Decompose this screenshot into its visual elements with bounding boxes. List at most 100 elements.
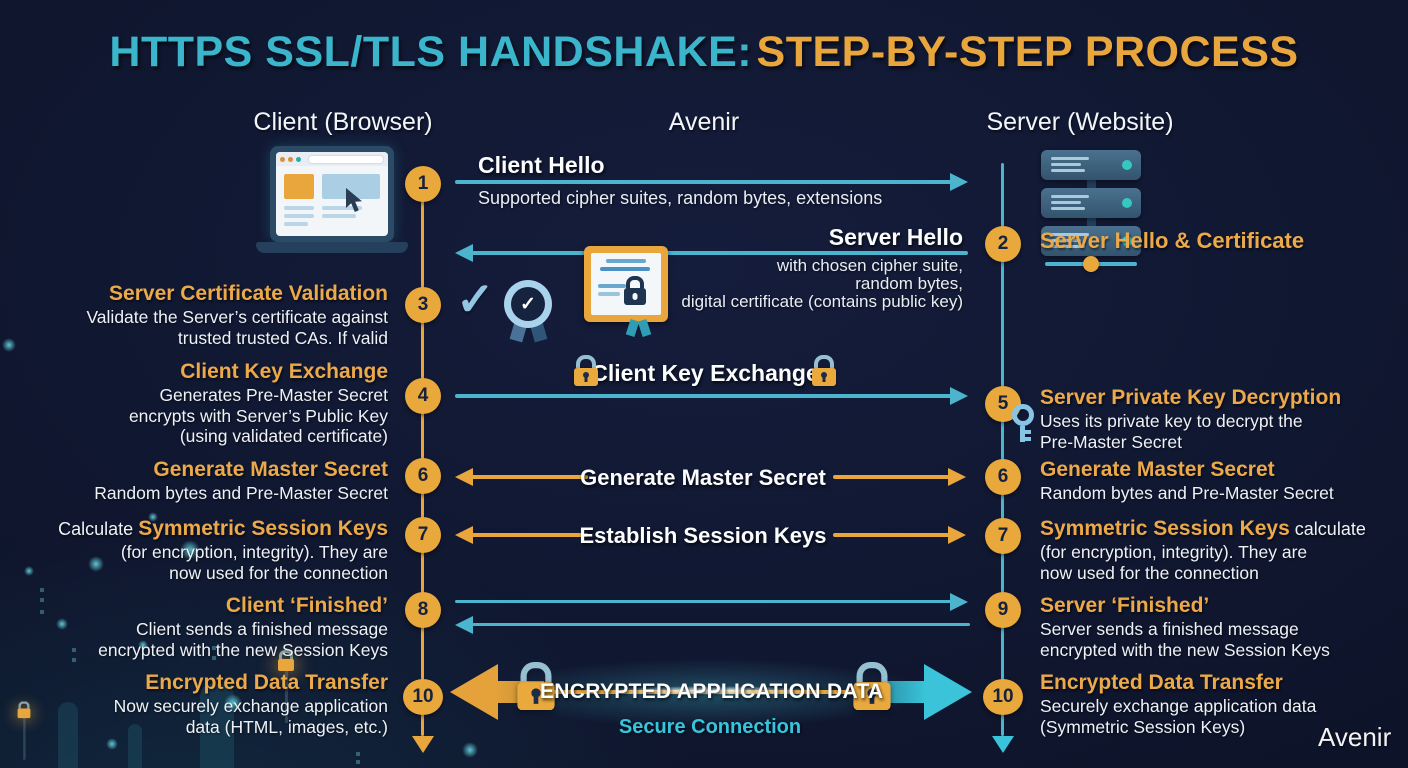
step-circle-1: 1 — [405, 166, 441, 202]
server-finished-arrow — [470, 623, 970, 626]
step7-left-highlight: Symmetric Session Keys — [138, 517, 388, 540]
step2-progress-dot — [1083, 256, 1099, 272]
step9-body: Server sends a finished message encrypte… — [1040, 619, 1330, 660]
client-key-exchange-arrow — [455, 394, 953, 398]
badge-check-icon: ✓ — [511, 287, 545, 321]
column-header-server: Server (Website) — [986, 108, 1174, 136]
step2-title: Server Hello & Certificate — [1040, 228, 1305, 253]
cursor-icon — [346, 188, 362, 212]
step10-left-body: Now securely exchange application data (… — [113, 696, 388, 737]
step7-right-title: Symmetric Session Keys calculate — [1040, 517, 1380, 540]
step6-right-title: Generate Master Secret — [1040, 458, 1275, 481]
server-hello-detail-line3: digital certificate (contains public key… — [681, 292, 963, 311]
master-secret-right-arrow — [833, 475, 951, 479]
step2-block: Server Hello & Certificate — [1040, 228, 1380, 253]
lock-icon — [853, 662, 891, 711]
decor-lock-icon — [17, 701, 31, 760]
step7-left-block: Calculate Symmetric Session Keys (for en… — [36, 517, 388, 583]
step3-block: Server Certificate Validation Validate t… — [36, 282, 388, 348]
step10-left-title: Encrypted Data Transfer — [145, 671, 388, 694]
server-hello-label: Server Hello — [828, 224, 963, 250]
step8-block: Client ‘Finished’ Client sends a finishe… — [36, 594, 388, 660]
step3-body: Validate the Server’s certificate agains… — [86, 307, 388, 348]
decor-pillar — [128, 724, 142, 768]
establish-session-keys-label: Establish Session Keys — [579, 523, 827, 548]
step7-left-body: (for encryption, integrity). They are no… — [120, 542, 388, 583]
step-circle-9: 9 — [985, 592, 1021, 628]
title-teal-part: HTTPS SSL/TLS HANDSHAKE: — [109, 28, 753, 76]
server-timeline-arrow-icon — [992, 736, 1014, 753]
step9-block: Server ‘Finished’ Server sends a finishe… — [1040, 594, 1380, 660]
step-circle-10-right: 10 — [983, 679, 1023, 715]
step3-title: Server Certificate Validation — [109, 282, 388, 305]
decor-bit — [72, 648, 76, 652]
decor-pillar — [200, 684, 234, 768]
step6-left-body: Random bytes and Pre-Master Secret — [94, 483, 388, 504]
decor-glow-dot — [56, 618, 68, 630]
page-title: HTTPS SSL/TLS HANDSHAKE: STEP-BY-STEP PR… — [0, 28, 1408, 77]
validation-check-icon: ✓ — [456, 273, 495, 325]
step10-left-block: Encrypted Data Transfer Now securely exc… — [36, 671, 388, 737]
master-secret-left-arrow — [470, 475, 588, 479]
step6-right-block: Generate Master Secret Random bytes and … — [1040, 458, 1380, 504]
session-keys-right-arrowhead-icon — [948, 526, 966, 544]
encrypted-application-data-label: ENCRYPTED APPLICATION DATA — [540, 680, 884, 703]
column-header-client: Client (Browser) — [253, 108, 433, 136]
step10-right-title: Encrypted Data Transfer — [1040, 671, 1283, 694]
step7-left-prefix: Calculate — [58, 519, 139, 539]
step-circle-3: 3 — [405, 287, 441, 323]
column-header-center: Avenir — [668, 108, 740, 136]
decor-glow-dot — [148, 512, 158, 522]
session-keys-right-arrow — [833, 533, 951, 537]
title-orange-part: STEP-BY-STEP PROCESS — [756, 28, 1299, 76]
step10-right-block: Encrypted Data Transfer Securely exchang… — [1040, 671, 1380, 737]
step7-right-body: (for encryption, integrity). They are no… — [1040, 542, 1308, 583]
master-secret-left-arrowhead-icon — [455, 468, 473, 486]
step-circle-7-left: 7 — [405, 517, 441, 553]
step6-right-body: Random bytes and Pre-Master Secret — [1040, 483, 1334, 504]
client-laptop-icon — [256, 146, 408, 256]
server-timeline — [1001, 163, 1004, 736]
step-circle-8: 8 — [405, 592, 441, 628]
step6-left-block: Generate Master Secret Random bytes and … — [36, 458, 388, 504]
lock-icon — [812, 355, 836, 386]
secure-flare — [600, 686, 820, 695]
client-hello-arrow — [455, 180, 953, 184]
client-finished-arrow — [455, 600, 953, 603]
encrypted-right-arrowhead-icon — [924, 664, 972, 720]
step8-body: Client sends a finished message encrypte… — [98, 619, 388, 660]
server-finished-arrowhead-icon — [455, 616, 473, 634]
watermark: Avenir — [1318, 722, 1392, 752]
decor-bit — [212, 656, 216, 660]
decor-glow-dot — [24, 566, 34, 576]
decor-pillar — [58, 702, 78, 768]
step-circle-2: 2 — [985, 226, 1021, 262]
decor-glow-dot — [2, 338, 16, 352]
decor-bit — [212, 646, 216, 650]
certificate-icon — [584, 246, 668, 337]
secure-connection-label: Secure Connection — [618, 716, 802, 738]
step9-title: Server ‘Finished’ — [1040, 594, 1210, 617]
decor-bit — [356, 752, 360, 756]
lock-icon — [574, 355, 598, 386]
generate-master-secret-label: Generate Master Secret — [580, 465, 826, 490]
step5-title: Server Private Key Decryption — [1040, 386, 1342, 409]
step5-block: Server Private Key Decryption Uses its p… — [1040, 386, 1370, 452]
step7-right-suffix: calculate — [1289, 519, 1366, 539]
step7-right-block: Symmetric Session Keys calculate (for en… — [1040, 517, 1380, 583]
client-timeline-arrow-icon — [412, 736, 434, 753]
client-key-exchange-label: Client Key Exchange — [591, 360, 819, 386]
decor-glow-dot — [224, 694, 242, 712]
step6-left-title: Generate Master Secret — [153, 458, 388, 481]
server-hello-detail-line2: random bytes, — [855, 274, 963, 293]
step5-body: Uses its private key to decrypt the Pre-… — [1040, 411, 1303, 452]
client-key-exchange-arrowhead-icon — [950, 387, 968, 405]
decor-glow-dot — [180, 540, 200, 560]
step-circle-6-right: 6 — [985, 459, 1021, 495]
key-icon — [1012, 404, 1034, 442]
decor-bit — [40, 598, 44, 602]
session-keys-left-arrowhead-icon — [455, 526, 473, 544]
step8-title: Client ‘Finished’ — [225, 594, 388, 617]
client-hello-label: Client Hello — [478, 152, 605, 178]
